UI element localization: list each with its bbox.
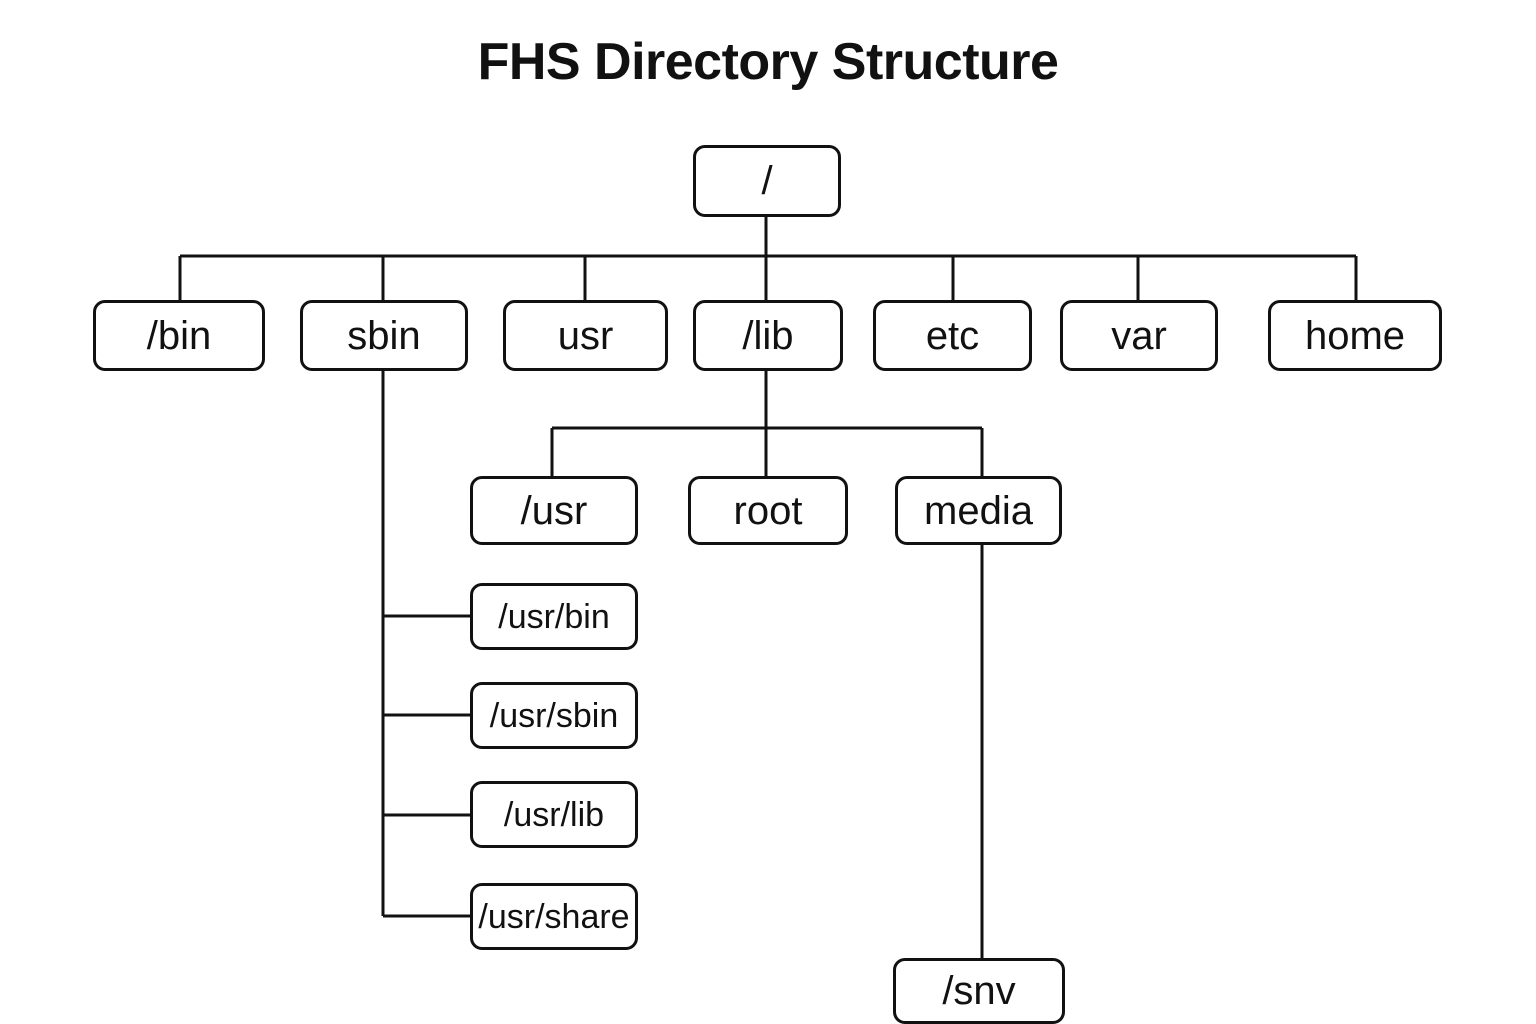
node-home[interactable]: home — [1268, 300, 1442, 371]
node-sbin[interactable]: sbin — [300, 300, 468, 371]
node-usr[interactable]: usr — [503, 300, 668, 371]
node-etc[interactable]: etc — [873, 300, 1032, 371]
page-title: FHS Directory Structure — [477, 33, 1059, 91]
node-bin[interactable]: /bin — [93, 300, 265, 371]
node-var[interactable]: var — [1060, 300, 1218, 371]
node-snv[interactable]: /snv — [893, 958, 1065, 1024]
node-usr-share[interactable]: /usr/share — [470, 883, 638, 950]
node-usr-bin[interactable]: /usr/bin — [470, 583, 638, 650]
node-usr-lib[interactable]: /usr/lib — [470, 781, 638, 848]
node-root[interactable]: / — [693, 145, 841, 217]
node-usr-dir[interactable]: /usr — [470, 476, 638, 545]
node-media[interactable]: media — [895, 476, 1062, 545]
node-root-dir[interactable]: root — [688, 476, 848, 545]
node-lib[interactable]: /lib — [693, 300, 843, 371]
node-usr-sbin[interactable]: /usr/sbin — [470, 682, 638, 749]
